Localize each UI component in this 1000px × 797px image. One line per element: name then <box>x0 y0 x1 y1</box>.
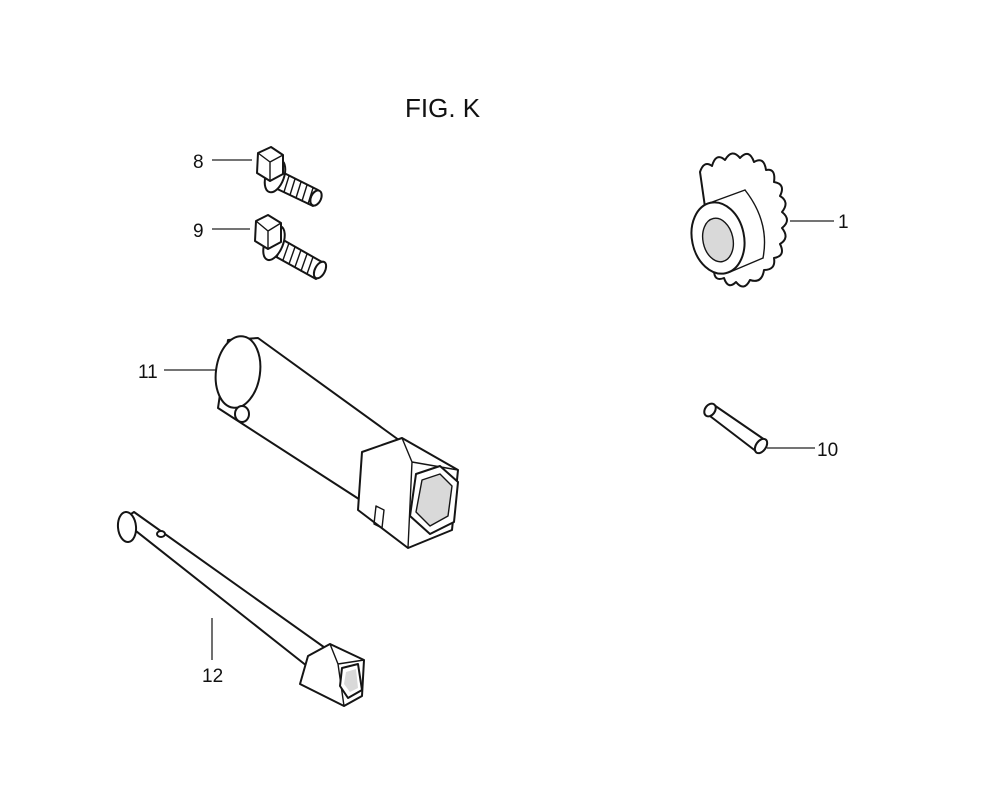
callout-9: 9 <box>193 221 204 242</box>
part-1-sprocket: 1 <box>690 152 849 288</box>
part-12-tommy-bar: 12 <box>116 511 365 707</box>
sprocket-collar-icon <box>690 152 788 288</box>
callout-12: 12 <box>202 666 223 687</box>
part-9-bolt: 9 <box>193 214 328 280</box>
callout-1: 1 <box>838 212 849 233</box>
figure-title: FIG. K <box>405 93 481 123</box>
part-8-bolt: 8 <box>193 146 323 207</box>
box-wrench-icon <box>214 335 459 549</box>
callout-8: 8 <box>193 152 204 173</box>
part-11-box-wrench: 11 <box>138 335 459 549</box>
tommy-bar-icon <box>116 511 365 707</box>
dowel-pin-icon <box>703 402 769 455</box>
flange-bolt-icon <box>256 146 323 207</box>
flange-bolt-icon <box>254 214 328 280</box>
callout-11: 11 <box>138 362 158 383</box>
callout-10: 10 <box>817 440 838 461</box>
part-10-pin: 10 <box>703 402 838 461</box>
